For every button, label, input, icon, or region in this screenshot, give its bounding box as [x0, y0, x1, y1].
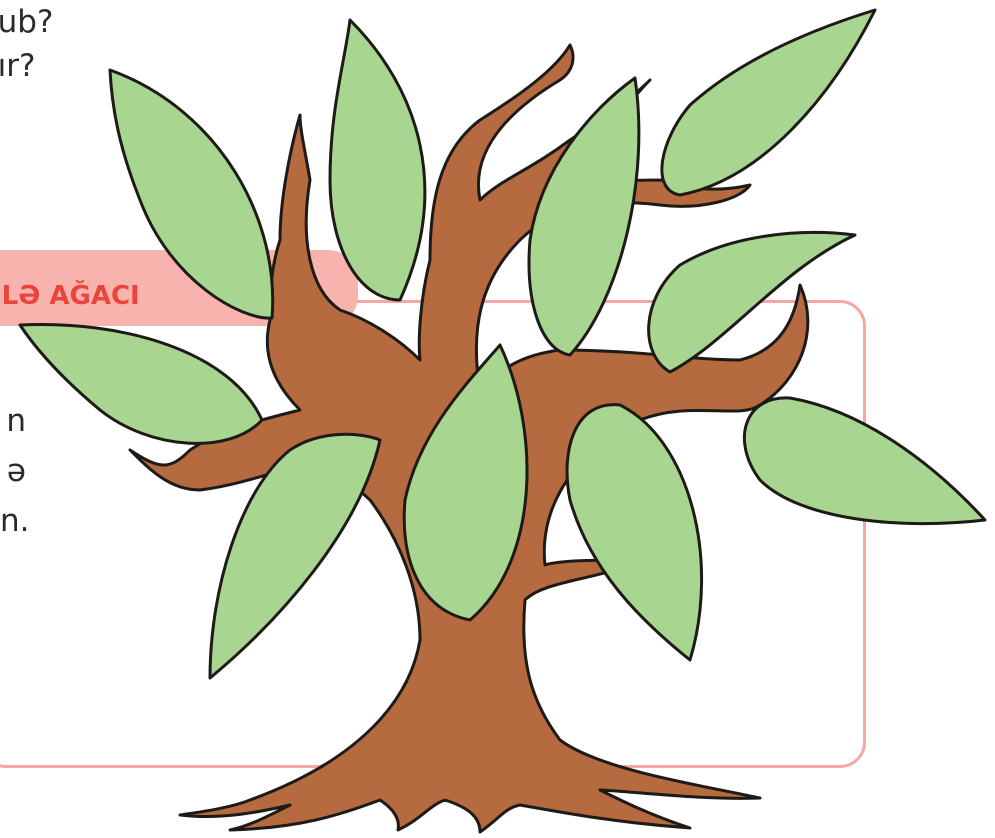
leaf-mid-left: [20, 324, 262, 443]
leaf-top-right: [662, 10, 875, 195]
leaf-top-left: [110, 70, 273, 318]
leaf-top-center-left: [330, 20, 425, 300]
leaf-top-center-right: [529, 78, 639, 355]
leaf-lower-right: [567, 405, 702, 660]
leaf-mid-right: [649, 233, 855, 372]
leaf-far-right: [744, 398, 985, 524]
